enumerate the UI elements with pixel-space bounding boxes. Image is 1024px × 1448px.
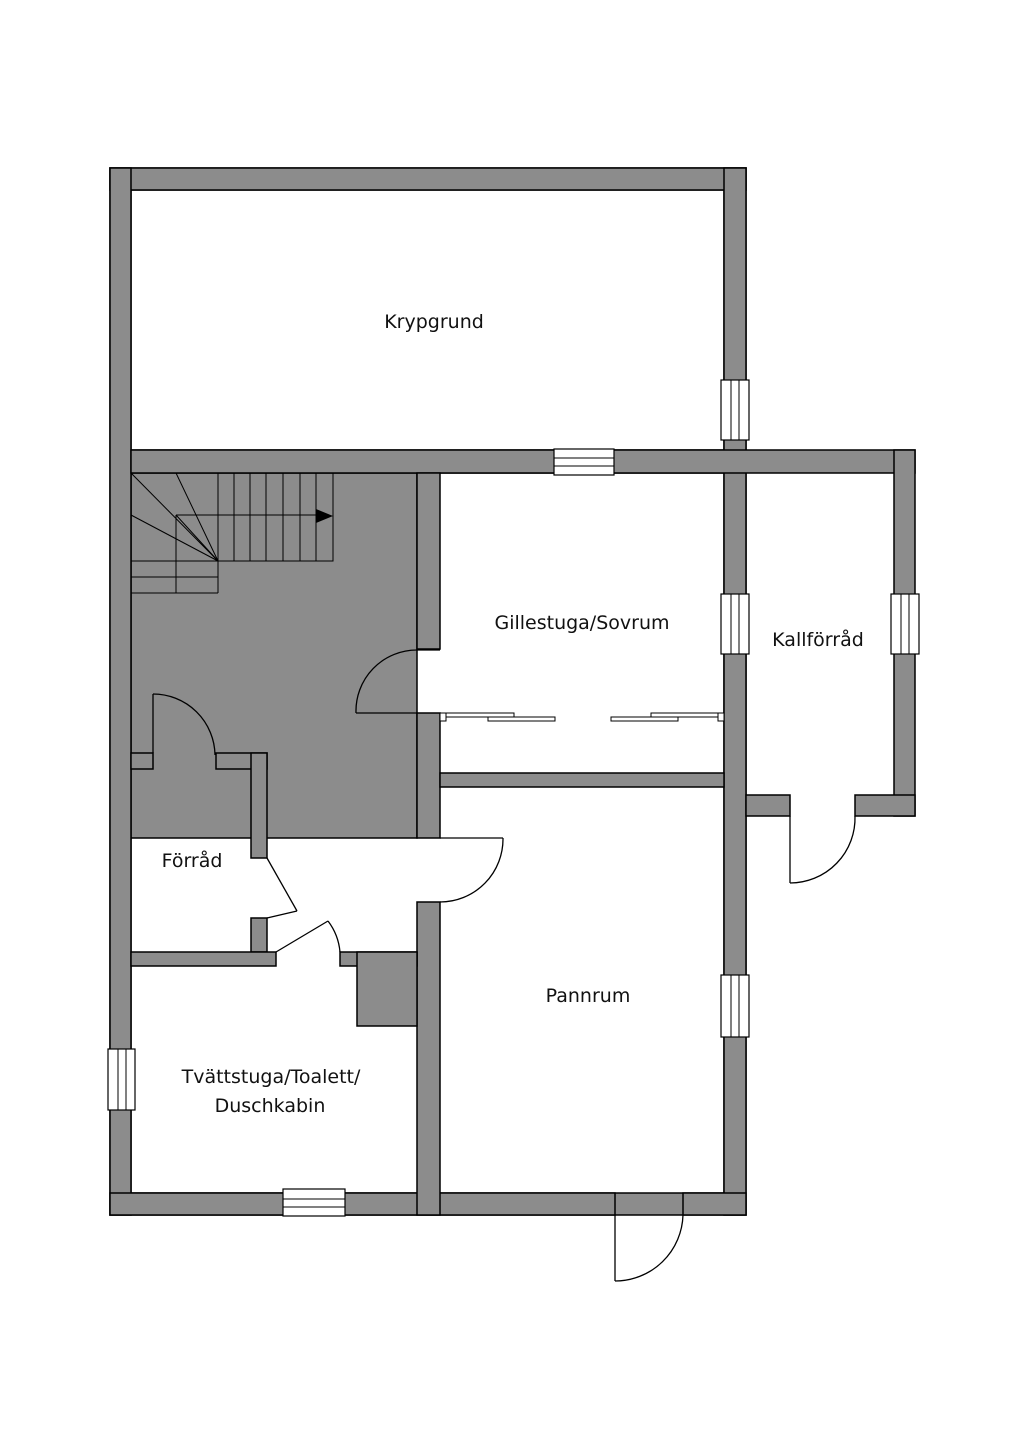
window-boiler-east [720, 974, 750, 1038]
wall-storage-east [250, 752, 268, 859]
staircase [130, 472, 334, 594]
wall-storage-east-lower [250, 917, 268, 953]
windows [107, 379, 920, 1217]
walls [109, 167, 916, 1216]
wall-annex-south-right [854, 794, 916, 817]
wall-crawlspace-divider [130, 449, 916, 474]
label-rec-room: Gillestuga/Sovrum [494, 612, 669, 634]
wall-hall-east-upper [416, 472, 441, 650]
room-labels: Krypgrund Gillestuga/Sovrum Kallförråd F… [162, 311, 864, 1117]
window-rec-east [720, 593, 750, 655]
wall-hall-east-lower [416, 901, 441, 1216]
shaft-block [356, 951, 418, 1027]
window-laundry-west [107, 1048, 136, 1111]
window-cold-storage-east [890, 593, 920, 655]
wall-laundry-top-left [130, 951, 277, 967]
window-laundry-south [282, 1188, 346, 1217]
sliding-doors-rec-room [439, 712, 725, 722]
door-boiler-exterior [614, 1214, 684, 1282]
door-storage-closet [266, 857, 298, 919]
label-storage: Förråd [162, 849, 223, 872]
doors [152, 649, 856, 1282]
door-storage [152, 693, 216, 756]
door-laundry [275, 920, 341, 953]
wall-north [109, 167, 747, 191]
window-crawlspace-east [720, 379, 750, 441]
label-crawlspace: Krypgrund [384, 311, 484, 333]
door-rec-room [355, 649, 440, 714]
wall-hall-east-mid [416, 712, 441, 839]
label-cold-storage: Kallförråd [772, 628, 864, 651]
wall-south-right [682, 1192, 747, 1216]
wall-rec-boiler [439, 772, 725, 788]
label-boiler-room: Pannrum [546, 985, 631, 1007]
wall-east [723, 167, 747, 1216]
wall-annex-south-left [745, 794, 791, 817]
door-boiler-room [439, 837, 504, 903]
label-laundry-line2: Duschkabin [215, 1095, 326, 1117]
label-laundry-line1: Tvättstuga/Toalett/ [181, 1066, 361, 1088]
wall-south-left [109, 1192, 616, 1216]
window-rec-north [553, 448, 615, 476]
wall-storage-top-left [130, 752, 154, 770]
door-cold-storage-exterior [789, 815, 856, 884]
stair-arrow-icon [316, 509, 333, 523]
